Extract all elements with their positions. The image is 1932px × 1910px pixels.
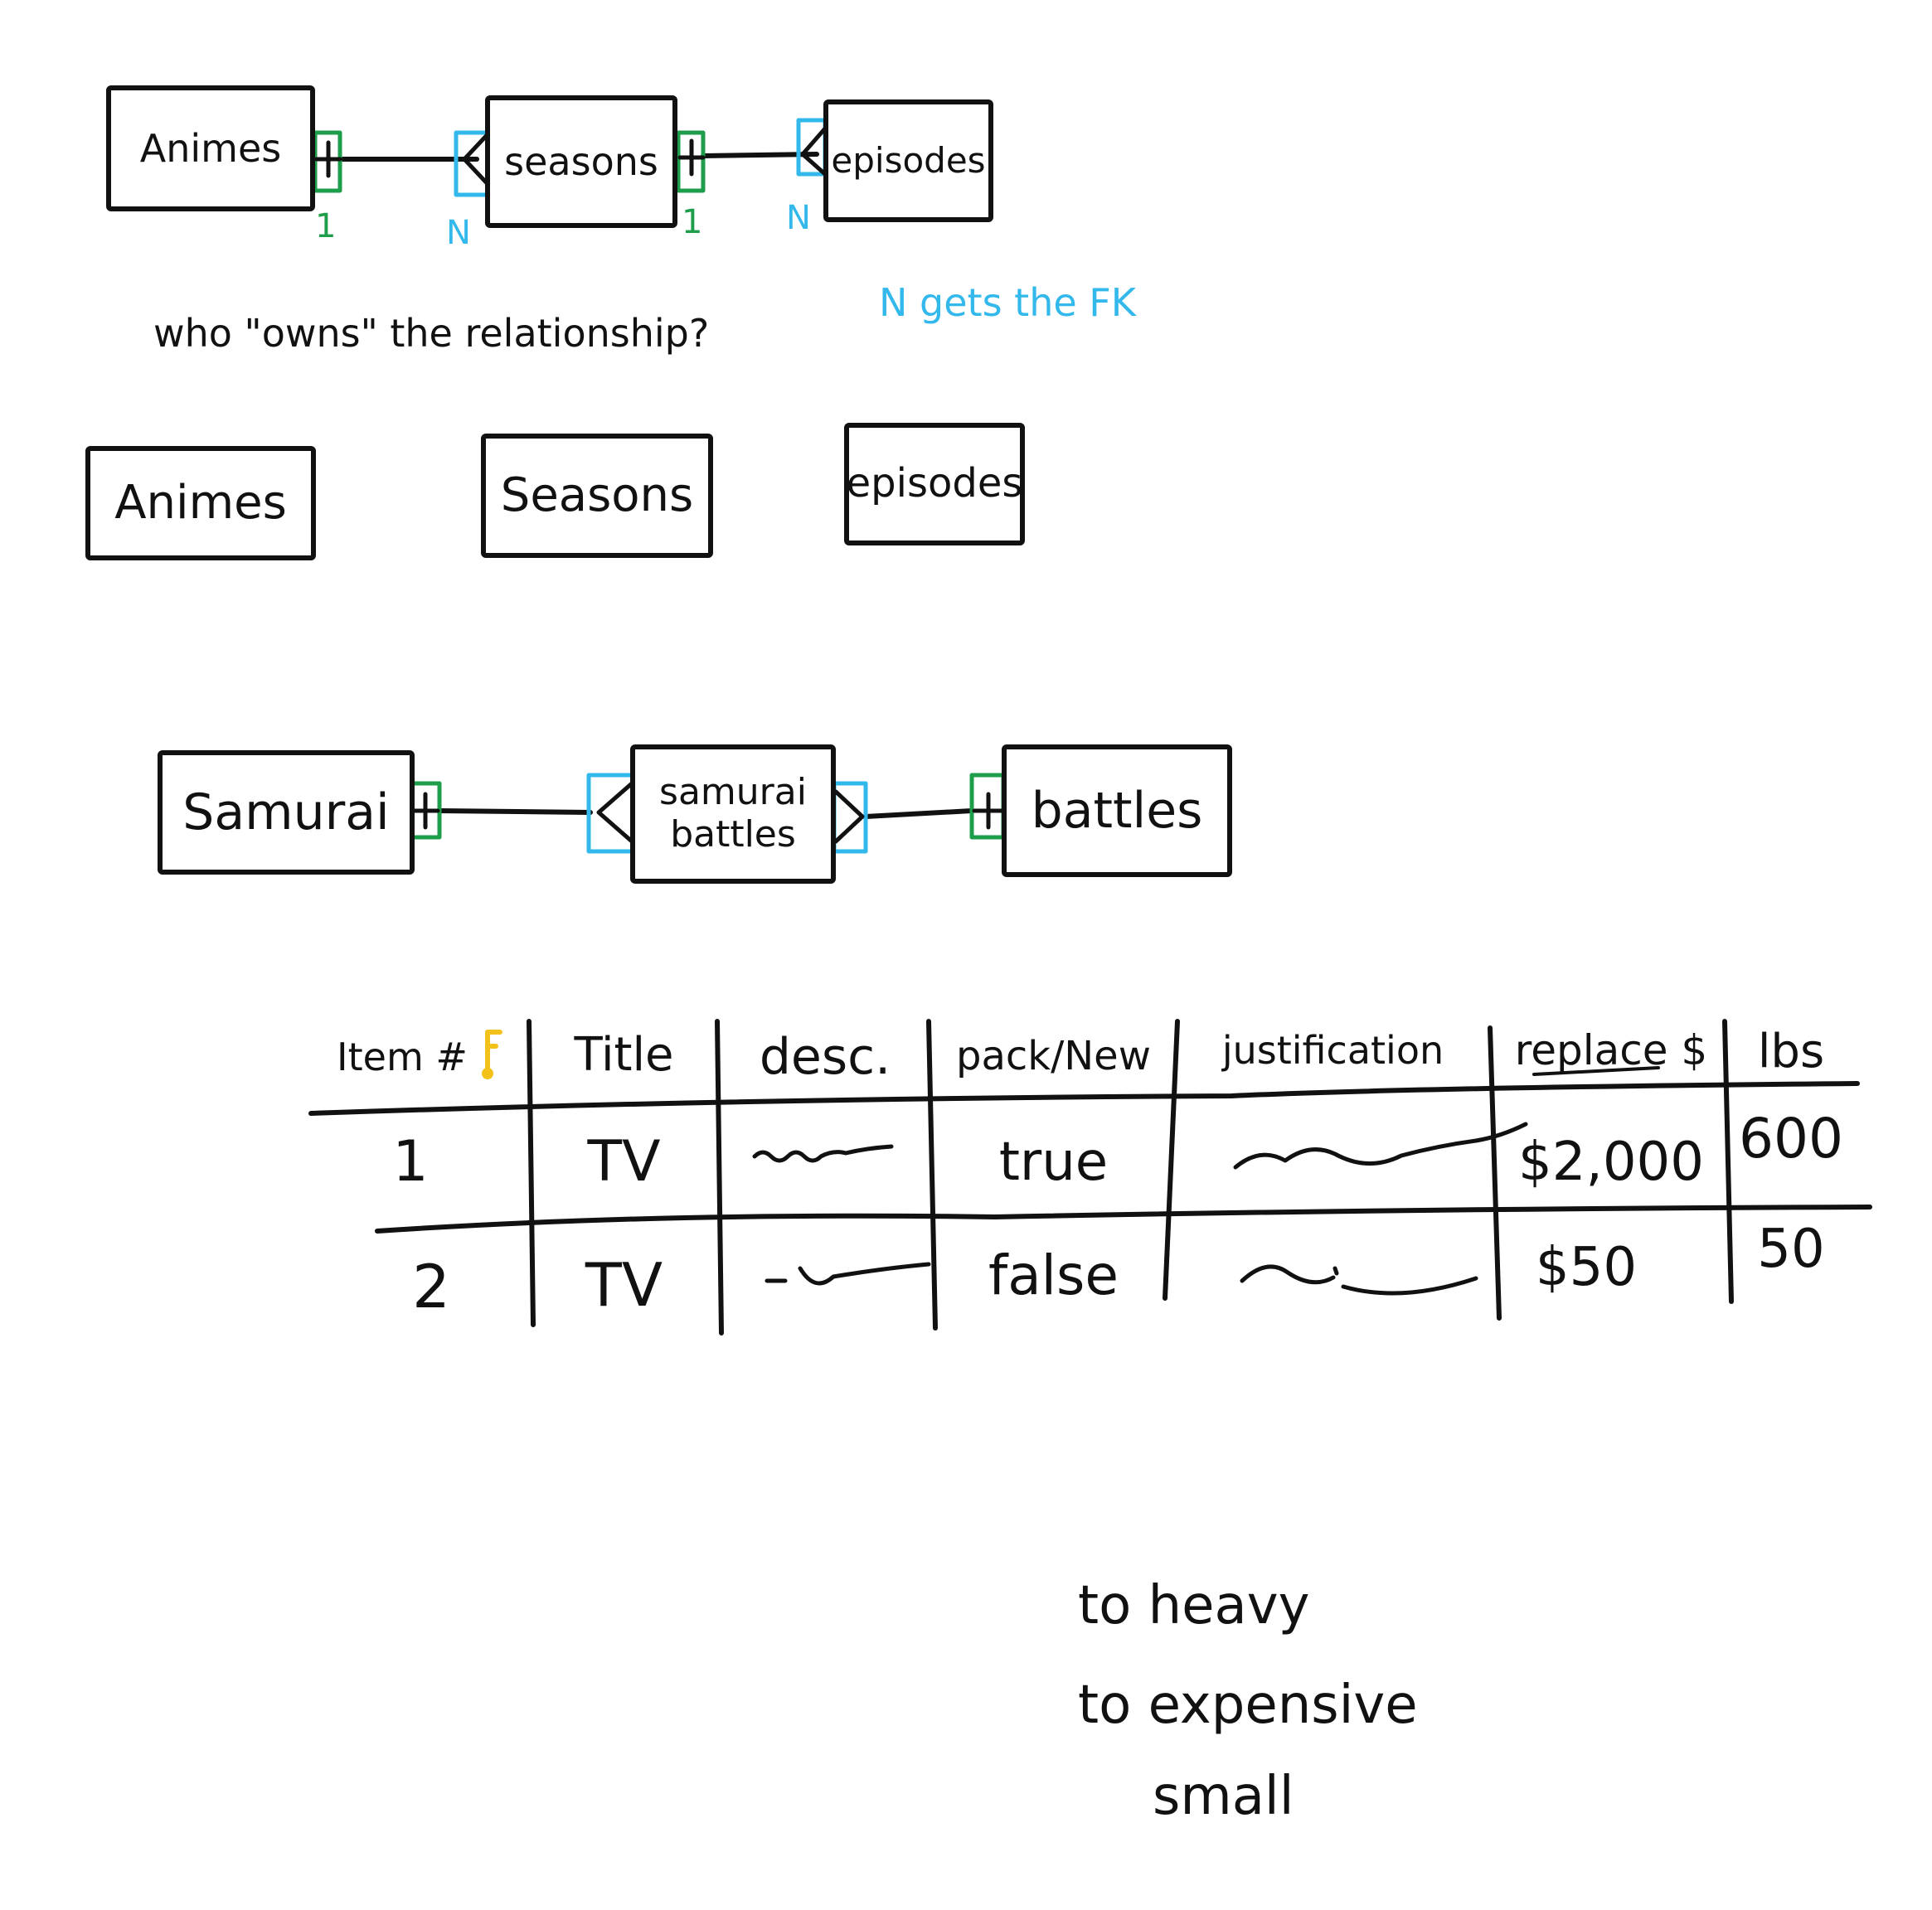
one-bar-icon (972, 792, 1004, 830)
one-bar-icon (677, 138, 706, 177)
crowsfoot-icon (833, 789, 865, 844)
entity-animes-2[interactable]: Animes (85, 446, 316, 560)
table-col-rule (1722, 1019, 1734, 1304)
crowsfoot-icon (596, 781, 634, 844)
rel-line-samurai-join (437, 808, 593, 815)
table-row-2-title: TV (585, 1250, 663, 1320)
ownership-question: who "owns" the relationship? (153, 311, 710, 356)
table-col-rule (926, 1019, 938, 1331)
squiggle-desc-2 (765, 1262, 931, 1286)
table-col-rule (1163, 1019, 1180, 1301)
cardinality-episodes: N (786, 199, 811, 237)
squiggle-justification-2 (1240, 1264, 1478, 1296)
crowsfoot-icon (800, 126, 828, 177)
one-bar-icon (410, 792, 440, 830)
entity-episodes[interactable]: episodes (823, 99, 993, 222)
table-col-rule (527, 1019, 536, 1327)
entity-battles[interactable]: battles (1002, 744, 1232, 877)
entity-samurai-battles[interactable]: samurai battles (630, 744, 836, 884)
key-icon-head (482, 1068, 493, 1079)
squiggle-desc-1 (752, 1144, 894, 1163)
entity-episodes-2[interactable]: episodes (844, 423, 1025, 545)
fk-note: N gets the FK (879, 280, 1136, 325)
table-header-item: Item # (337, 1035, 468, 1079)
table-col-rule (715, 1019, 724, 1336)
table-header-lbs: lbs (1757, 1025, 1825, 1079)
note-small: small (1153, 1766, 1294, 1827)
table-row-1-lbs: 600 (1739, 1107, 1843, 1171)
table-header-title: Title (574, 1028, 674, 1082)
table-row-1-replace: $2,000 (1518, 1132, 1704, 1193)
table-header-desc: desc. (759, 1028, 891, 1086)
table-row-1-item: 1 (392, 1129, 429, 1195)
table-row-2-item: 2 (412, 1252, 450, 1321)
squiggle-justification-1 (1233, 1122, 1528, 1170)
entity-animes[interactable]: Animes (106, 85, 315, 211)
note-heavy: to heavy (1078, 1575, 1310, 1636)
table-col-rule (1488, 1025, 1502, 1321)
many-marker-seasons (454, 130, 492, 197)
replace-underline (1532, 1066, 1660, 1076)
table-row-1-pack-new: true (998, 1132, 1109, 1193)
cardinality-seasons-one: 1 (682, 203, 703, 241)
entity-seasons-2[interactable]: Seasons (481, 434, 713, 558)
one-bar-icon (314, 140, 342, 178)
entity-samurai[interactable]: Samurai (158, 750, 415, 875)
table-row-2-replace: $50 (1535, 1237, 1638, 1298)
note-expensive: to expensive (1078, 1675, 1418, 1736)
one-marker-seasons (676, 130, 706, 193)
many-marker-episodes (796, 118, 828, 177)
table-row-1-title: TV (587, 1129, 661, 1195)
table-header-rule (308, 1081, 1860, 1116)
cardinality-animes: 1 (315, 207, 337, 245)
table-row-2-pack-new: false (988, 1243, 1119, 1307)
table-header-pack-new: pack/New (956, 1033, 1151, 1079)
one-marker-animes (313, 130, 342, 193)
crowsfoot-icon (462, 130, 492, 188)
table-header-replace: replace $ (1514, 1026, 1708, 1074)
entity-seasons[interactable]: seasons (485, 95, 677, 228)
table-row-2-lbs: 50 (1757, 1219, 1825, 1280)
rel-line-join-battles (863, 808, 974, 819)
cardinality-seasons: N (446, 214, 471, 252)
table-row-rule (375, 1205, 1872, 1234)
key-icon (485, 1030, 502, 1074)
table-header-justification: justification (1221, 1028, 1444, 1073)
